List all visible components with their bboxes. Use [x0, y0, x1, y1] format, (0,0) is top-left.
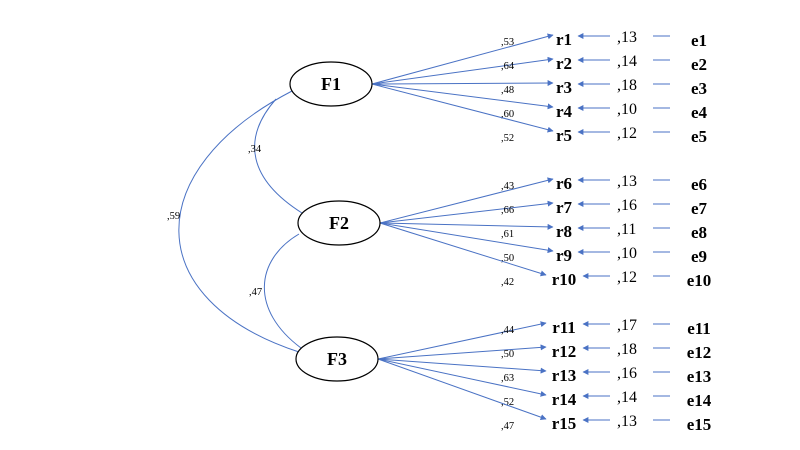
correlation-curve-f2-f3 [264, 233, 302, 349]
factor-label: F1 [321, 74, 341, 94]
error-variance-e6: ,13 [617, 173, 637, 190]
loading-arrow-r12 [377, 344, 547, 360]
loading-arrow-r14 [377, 358, 547, 397]
indicator-r4: r4 [556, 102, 573, 121]
error-term-e7: e7 [691, 199, 708, 218]
loading-arrow-r6 [379, 177, 554, 224]
correlation-curve-f1-f3 [178, 90, 300, 353]
loading-value-r15: ,47 [501, 421, 514, 432]
error-variance-e12: ,18 [617, 341, 637, 358]
correlation-label-f1-f3: ,59 [167, 211, 180, 222]
loading-value-r13: ,63 [501, 373, 514, 384]
errors-layer: r1 ,13 e1 r2 ,14 e2 r3 ,18 e3 r4 ,10 e4 r5 ,12 e5 r6 ,13… [552, 29, 712, 434]
error-variance-e7: ,16 [617, 197, 637, 214]
correlation-label-f1-f2: ,34 [248, 144, 262, 155]
loading-arrow-r4 [371, 83, 554, 110]
loading-arrow-r15 [377, 358, 547, 421]
loading-value-r2: ,64 [501, 61, 515, 72]
error-variance-e11: ,17 [617, 317, 637, 334]
error-variance-e8: ,11 [617, 221, 636, 238]
error-term-e4: e4 [691, 103, 708, 122]
loading-arrow-r9 [379, 222, 554, 254]
loading-arrow-r11 [377, 321, 547, 360]
error-variance-e13: ,16 [617, 365, 637, 382]
error-term-e12: e12 [687, 343, 712, 362]
error-variance-e1: ,13 [617, 29, 637, 46]
loading-value-r10: ,42 [501, 277, 514, 288]
loading-value-r9: ,50 [501, 253, 514, 264]
loading-value-r1: ,53 [501, 37, 514, 48]
error-term-e11: e11 [687, 319, 711, 338]
error-term-e10: e10 [687, 271, 712, 290]
error-term-e15: e15 [687, 415, 712, 434]
loadings-layer: ,53 ,64 ,48 ,60 ,52 ,43 ,66 ,61 ,50 ,42 ,44 ,50 ,63,… [371, 33, 554, 432]
indicator-r9: r9 [556, 246, 572, 265]
factor-ellipse [297, 200, 381, 246]
factor-f1: F1 [289, 61, 373, 107]
error-variance-e5: ,12 [617, 125, 637, 142]
indicator-r10: r10 [552, 270, 577, 289]
indicator-r1: r1 [556, 30, 572, 49]
indicator-r2: r2 [556, 54, 572, 73]
error-variance-e10: ,12 [617, 269, 637, 286]
indicator-r3: r3 [556, 78, 572, 97]
indicator-r11: r11 [552, 318, 576, 337]
loading-arrow-r8 [379, 222, 554, 230]
indicator-r13: r13 [552, 366, 577, 385]
loading-value-r6: ,43 [501, 181, 514, 192]
loading-arrow-r2 [371, 56, 554, 85]
error-term-e2: e2 [691, 55, 707, 74]
loading-arrow-r7 [379, 200, 554, 224]
error-variance-e14: ,14 [617, 389, 637, 406]
indicator-r14: r14 [552, 390, 577, 409]
factor-f2: F2 [297, 200, 381, 246]
factor-f3: F3 [295, 336, 379, 382]
loading-value-r7: ,66 [501, 205, 514, 216]
loading-arrow-r13 [377, 358, 547, 374]
indicator-r15: r15 [552, 414, 577, 433]
correlation-curve-f1-f2 [254, 98, 303, 214]
indicator-r5: r5 [556, 126, 572, 145]
loading-arrow-r5 [371, 83, 554, 133]
loading-value-r12: ,50 [501, 349, 514, 360]
error-variance-e2: ,14 [617, 53, 637, 70]
error-term-e8: e8 [691, 223, 707, 242]
error-term-e6: e6 [691, 175, 707, 194]
correlation-label-f2-f3: ,47 [249, 287, 262, 298]
factor-ellipse [295, 336, 379, 382]
loading-value-r5: ,52 [501, 133, 514, 144]
indicator-r12: r12 [552, 342, 577, 361]
error-variance-e4: ,10 [617, 101, 637, 118]
error-term-e5: e5 [691, 127, 707, 146]
error-term-e1: e1 [691, 31, 707, 50]
loading-value-r11: ,44 [501, 325, 515, 336]
indicator-r6: r6 [556, 174, 572, 193]
error-variance-e15: ,13 [617, 413, 637, 430]
error-term-e3: e3 [691, 79, 707, 98]
loading-arrow-r3 [371, 80, 554, 87]
factor-label: F3 [327, 349, 347, 369]
indicator-r7: r7 [556, 198, 573, 217]
factor-ellipse [289, 61, 373, 107]
indicator-r8: r8 [556, 222, 572, 241]
loading-value-r8: ,61 [501, 229, 514, 240]
error-variance-e3: ,18 [617, 77, 637, 94]
loading-arrow-r10 [379, 222, 547, 277]
error-term-e9: e9 [691, 247, 707, 266]
error-variance-e9: ,10 [617, 245, 637, 262]
loading-value-r14: ,52 [501, 397, 514, 408]
loading-value-r3: ,48 [501, 85, 514, 96]
loading-value-r4: ,60 [501, 109, 514, 120]
error-term-e13: e13 [687, 367, 712, 386]
error-term-e14: e14 [687, 391, 712, 410]
loading-arrow-r1 [371, 33, 554, 85]
factor-label: F2 [329, 213, 349, 233]
